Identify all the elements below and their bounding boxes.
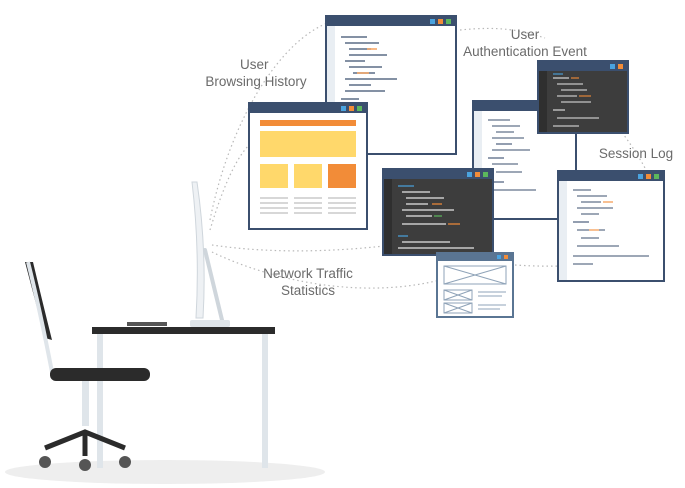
dot-orange-icon: [618, 64, 623, 69]
dot-blue-icon: [610, 64, 615, 69]
label-line: Browsing History: [205, 74, 307, 89]
window-controls: [467, 172, 488, 177]
label-line: Statistics: [280, 283, 335, 298]
page-card: [328, 164, 356, 188]
session-log-window: [557, 170, 665, 282]
window-controls: [430, 19, 451, 24]
wireframe-layout-icon: [443, 265, 507, 314]
office-chair-icon: [25, 261, 150, 471]
dot-orange-icon: [475, 172, 480, 177]
window-controls: [610, 64, 623, 69]
label-authentication-event: User Authentication Event: [450, 26, 600, 60]
page-card: [294, 164, 322, 188]
page-text-lines-icon: [260, 197, 356, 214]
monitor-icon: [127, 181, 230, 327]
dot-orange-icon: [349, 106, 354, 111]
dot-blue-icon: [341, 106, 346, 111]
page-header-bar: [260, 120, 356, 126]
dot-blue-icon: [638, 174, 643, 179]
dot-green-icon: [483, 172, 488, 177]
label-line: Authentication Event: [463, 44, 587, 59]
dot-green-icon: [446, 19, 451, 24]
dot-green-icon: [357, 106, 362, 111]
label-line: User: [240, 57, 269, 72]
label-session-log: Session Log: [598, 146, 674, 161]
dot-blue-icon: [497, 255, 501, 259]
dot-orange-icon: [504, 255, 508, 259]
window-titlebar: [438, 254, 512, 261]
web-page-window: [248, 102, 368, 230]
wireframe-window: [436, 252, 514, 318]
window-controls: [638, 174, 659, 179]
desk-top: [92, 327, 275, 334]
page-hero: [260, 131, 356, 157]
window-titlebar: [327, 17, 455, 26]
page-card: [260, 164, 288, 188]
window-controls: [341, 106, 362, 111]
code-lines-icon: [573, 189, 649, 265]
auth-code-window: [537, 60, 629, 134]
network-code-window: [382, 168, 494, 256]
window-titlebar: [559, 172, 663, 181]
window-titlebar: [474, 102, 575, 111]
code-lines-icon: [398, 185, 474, 249]
label-line: Network Traffic: [263, 266, 353, 281]
dot-green-icon: [654, 174, 659, 179]
code-lines-icon: [553, 73, 599, 127]
code-lines-icon: [488, 119, 536, 191]
window-controls: [497, 255, 508, 260]
window-titlebar: [250, 104, 366, 113]
dot-blue-icon: [430, 19, 435, 24]
dot-orange-icon: [646, 174, 651, 179]
label-network-traffic: Network Traffic Statistics: [248, 265, 368, 299]
label-browsing-history: User Browsing History: [196, 56, 316, 90]
label-line: User: [510, 27, 540, 42]
dot-blue-icon: [467, 172, 472, 177]
floor-shadow: [5, 460, 325, 484]
desk-leg-right: [262, 334, 268, 468]
window-titlebar: [384, 170, 492, 179]
desk-leg-left: [97, 334, 103, 468]
window-titlebar: [539, 62, 627, 71]
dot-orange-icon: [438, 19, 443, 24]
